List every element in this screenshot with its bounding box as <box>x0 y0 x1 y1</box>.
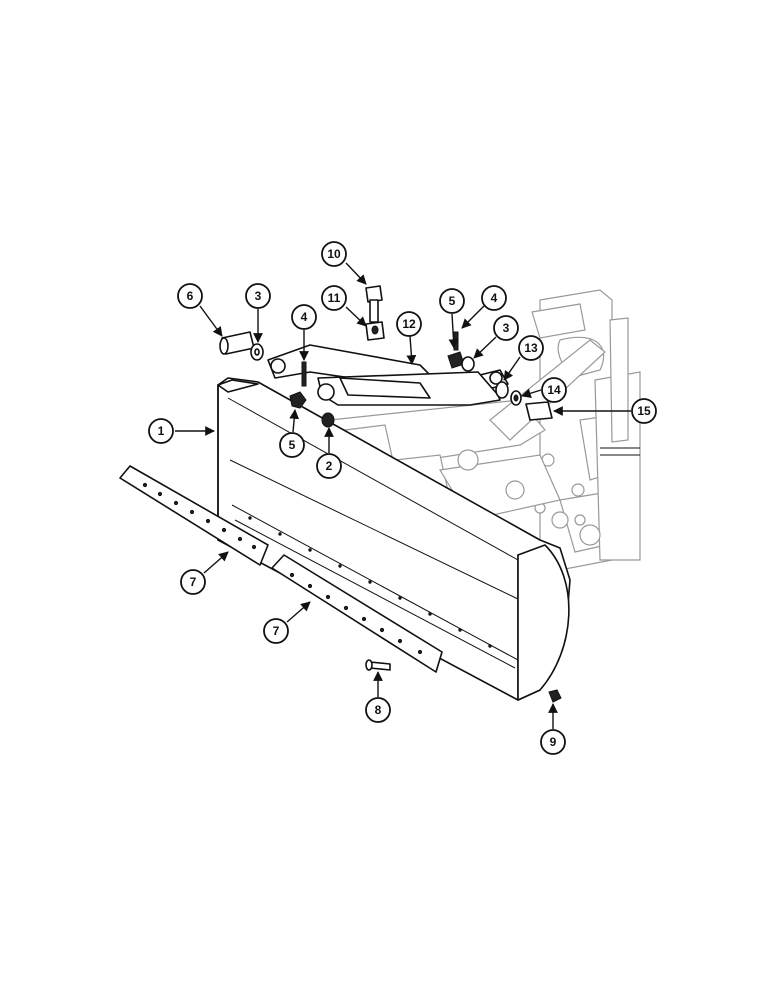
cutting-edge-left <box>119 465 269 566</box>
bolt-8 <box>365 659 391 671</box>
callout-label: 5 <box>449 294 456 308</box>
callout-label: 8 <box>375 703 382 717</box>
callout-label: 1 <box>158 424 165 438</box>
bushing-2 <box>321 412 335 428</box>
callout-14: 14 <box>541 377 567 403</box>
callout-11: 11 <box>321 285 347 311</box>
leader-lines <box>175 262 631 729</box>
washer-14 <box>510 390 522 406</box>
callout-label: 11 <box>328 291 341 305</box>
callout-label: 4 <box>301 310 308 324</box>
dozer-blade <box>217 377 571 701</box>
grease-fitting-4-left <box>301 361 307 387</box>
washer-3-left <box>250 343 264 361</box>
callout-5-right: 5 <box>439 288 465 314</box>
washer-3-right <box>461 356 475 372</box>
callout-9: 9 <box>540 729 566 755</box>
cutting-edge-right <box>271 554 443 673</box>
pin-15 <box>525 401 553 421</box>
callout-5-left: 5 <box>279 432 305 458</box>
callout-label: 15 <box>637 404 651 418</box>
callout-label: 3 <box>503 321 510 335</box>
callout-label: 7 <box>190 575 197 589</box>
nut-5-left <box>289 391 307 409</box>
pin-6 <box>219 331 255 355</box>
callout-4-right: 4 <box>481 285 507 311</box>
callout-label: 12 <box>402 317 416 331</box>
bolt-10 <box>365 285 383 323</box>
callout-label: 6 <box>187 289 194 303</box>
callout-7-right: 7 <box>263 618 289 644</box>
callout-12: 12 <box>396 311 422 337</box>
callout-label: 10 <box>327 247 341 261</box>
callout-3-left: 3 <box>245 283 271 309</box>
blade-bolt-holes <box>248 516 492 648</box>
nut-11 <box>365 321 385 341</box>
callout-4-left: 4 <box>291 304 317 330</box>
callout-label: 3 <box>255 289 262 303</box>
callout-1: 1 <box>148 418 174 444</box>
callout-7-left: 7 <box>180 569 206 595</box>
callout-2: 2 <box>316 453 342 479</box>
callout-8: 8 <box>365 697 391 723</box>
callout-label: 13 <box>524 341 538 355</box>
callout-label: 4 <box>491 291 498 305</box>
callout-label: 5 <box>289 438 296 452</box>
callout-15: 15 <box>631 398 657 424</box>
washer-13 <box>495 381 509 399</box>
callout-label: 14 <box>547 383 561 397</box>
callout-3-right: 3 <box>493 315 519 341</box>
callout-label: 2 <box>326 459 333 473</box>
nut-9 <box>548 689 562 703</box>
callout-10: 10 <box>321 241 347 267</box>
callout-label: 9 <box>550 735 557 749</box>
callout-6: 6 <box>177 283 203 309</box>
callout-label: 7 <box>273 624 280 638</box>
upper-bracket <box>267 344 509 406</box>
callout-13: 13 <box>518 335 544 361</box>
